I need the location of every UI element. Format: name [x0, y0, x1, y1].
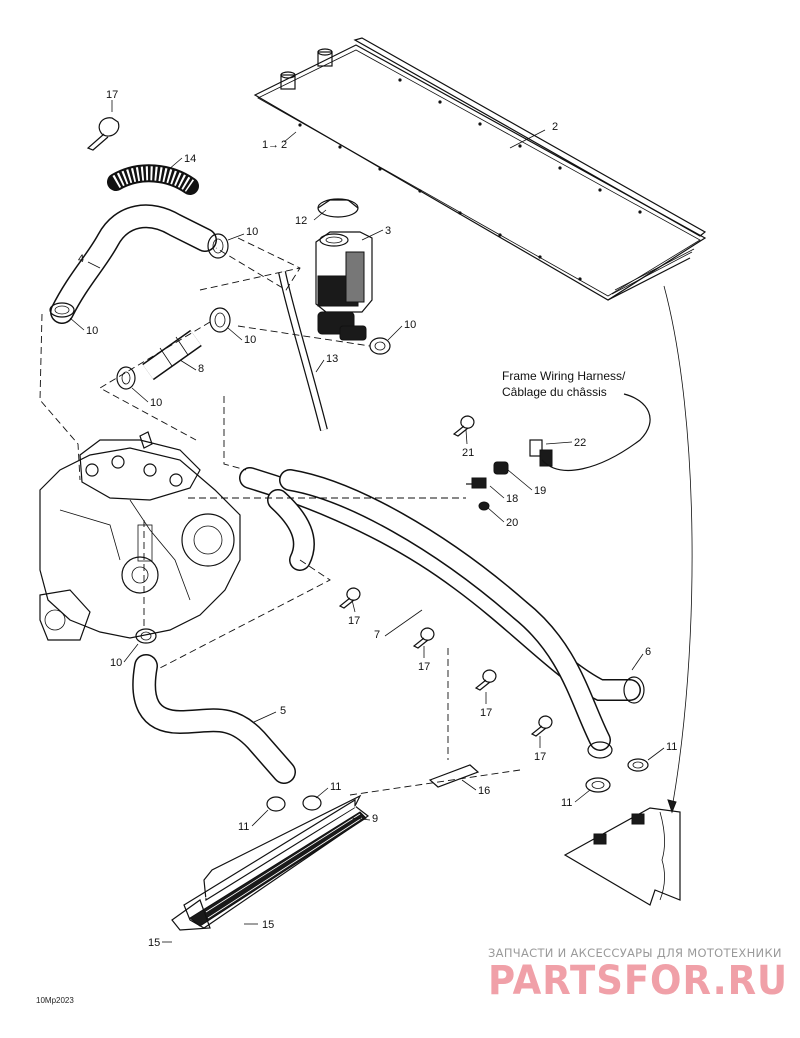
- label-part-11: 11: [561, 797, 572, 809]
- reservoir-cap: [317, 198, 359, 218]
- label-part-2: 2: [552, 121, 558, 133]
- sensor-harness: [529, 393, 651, 471]
- hose-clamp: [207, 233, 229, 259]
- upper-hose: [50, 204, 217, 324]
- label-part-17: 17: [106, 89, 118, 101]
- tie-wrap: [474, 669, 497, 691]
- part-labels: 1 → 2 2 3 4 5 6 7 8 9 10 10 10 10 10 10 …: [78, 89, 677, 949]
- label-part-11: 11: [238, 821, 249, 833]
- overflow-tube: [278, 271, 328, 431]
- label-part-17: 17: [480, 707, 492, 719]
- hose-clamp-11: [266, 758, 649, 812]
- leader-lines: [69, 100, 665, 943]
- label-part-20: 20: [506, 517, 518, 529]
- label-part-11: 11: [330, 781, 341, 793]
- label-part-10: 10: [86, 325, 98, 337]
- coolant-reservoir: [315, 198, 373, 341]
- temperature-sensor: [466, 461, 509, 511]
- label-part-19: 19: [534, 485, 546, 497]
- label-part-1-range-end: 2: [281, 139, 287, 151]
- label-part-10: 10: [246, 226, 258, 238]
- label-part-6: 6: [645, 646, 651, 658]
- routing-lines: [39, 237, 693, 814]
- label-part-7: 7: [374, 629, 380, 641]
- label-part-10: 10: [150, 397, 162, 409]
- label-part-10: 10: [244, 334, 256, 346]
- hose-clamp: [116, 366, 136, 390]
- label-part-4: 4: [78, 253, 84, 265]
- label-part-1-arrow: →: [268, 139, 279, 151]
- tunnel-section: [563, 807, 681, 906]
- tie-wrap: [412, 627, 435, 649]
- return-hose: [279, 469, 645, 759]
- radiator-protector-strip: [353, 37, 707, 237]
- drawing-code: 10Mp2023: [36, 996, 74, 1005]
- tie-wrap-top: [86, 117, 120, 151]
- watermark-tagline: ЗАПЧАСТИ И АКСЕССУАРЫ ДЛЯ МОТОТЕХНИКИ: [488, 946, 782, 960]
- label-part-11: 11: [666, 741, 677, 753]
- short-hose: [142, 329, 202, 381]
- label-part-17: 17: [348, 615, 360, 627]
- harness-label-en: Frame Wiring Harness/: [502, 369, 626, 383]
- lower-hose: [132, 654, 296, 784]
- label-part-10: 10: [110, 657, 122, 669]
- label-part-12: 12: [295, 215, 307, 227]
- label-part-9: 9: [372, 813, 378, 825]
- hose-clamp: [209, 307, 231, 333]
- label-part-17: 17: [418, 661, 430, 673]
- harness-label-fr: Câblage du châssis: [502, 385, 607, 399]
- foam-pad: [428, 764, 480, 788]
- label-part-1: 1: [262, 139, 268, 151]
- radiator-panel: [253, 37, 707, 301]
- label-part-21: 21: [462, 447, 474, 459]
- label-part-5: 5: [280, 705, 286, 717]
- engine-block: [39, 431, 241, 641]
- corrugated-hose: [107, 164, 199, 195]
- tie-wrap: [530, 715, 553, 737]
- watermark-logo: PARTSFOR.RU: [488, 958, 788, 1004]
- label-part-14: 14: [184, 153, 196, 165]
- tie-wrap: [452, 415, 475, 437]
- label-part-22: 22: [574, 437, 586, 449]
- label-part-16: 16: [478, 785, 490, 797]
- tie-wrap: [338, 587, 361, 609]
- radiator-inlet-fitting: [280, 48, 333, 90]
- label-part-10: 10: [404, 319, 416, 331]
- label-part-15: 15: [262, 919, 274, 931]
- hose-clamp: [369, 337, 391, 355]
- label-part-15: 15: [148, 937, 160, 949]
- hose-clamp: [49, 302, 75, 318]
- label-part-17: 17: [534, 751, 546, 763]
- label-part-18: 18: [506, 493, 518, 505]
- label-part-8: 8: [198, 363, 204, 375]
- label-part-13: 13: [326, 353, 338, 365]
- label-part-3: 3: [385, 225, 391, 237]
- heat-exchanger: [171, 794, 370, 931]
